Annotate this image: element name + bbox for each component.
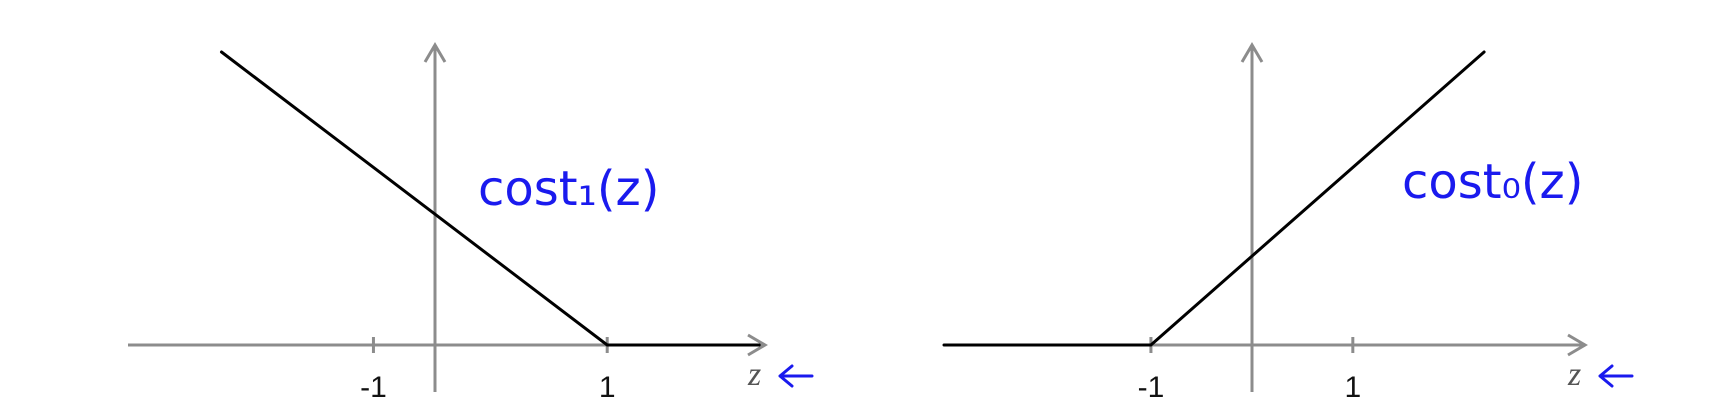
x-tick-label: 1 bbox=[1344, 371, 1361, 404]
x-axis-arrowhead bbox=[747, 333, 768, 357]
left-arrow-icon bbox=[1598, 364, 1634, 388]
y-axis-arrowhead bbox=[423, 42, 447, 63]
x-axis-label: z bbox=[1567, 356, 1581, 393]
x-axis-label: z bbox=[747, 356, 761, 393]
y-axis-arrowhead bbox=[1240, 42, 1264, 63]
cost1-curve bbox=[220, 50, 761, 347]
cost1-annotation: cost₁(z) bbox=[478, 161, 659, 217]
cost0-curve bbox=[942, 50, 1486, 347]
x-tick-label: 1 bbox=[599, 371, 616, 404]
cost0-annotation: cost₀(z) bbox=[1402, 154, 1583, 210]
x-ticks: -1 1 bbox=[1138, 337, 1361, 404]
cost0-panel: -1 1 z cost₀(z) bbox=[942, 42, 1634, 404]
x-tick-label: -1 bbox=[360, 371, 387, 404]
left-arrow-icon bbox=[778, 364, 814, 388]
x-axis-arrowhead bbox=[1567, 333, 1588, 357]
x-tick-label: -1 bbox=[1138, 371, 1165, 404]
x-ticks: -1 1 bbox=[360, 337, 616, 404]
cost1-panel: -1 1 z cost₁(z) bbox=[128, 42, 814, 404]
